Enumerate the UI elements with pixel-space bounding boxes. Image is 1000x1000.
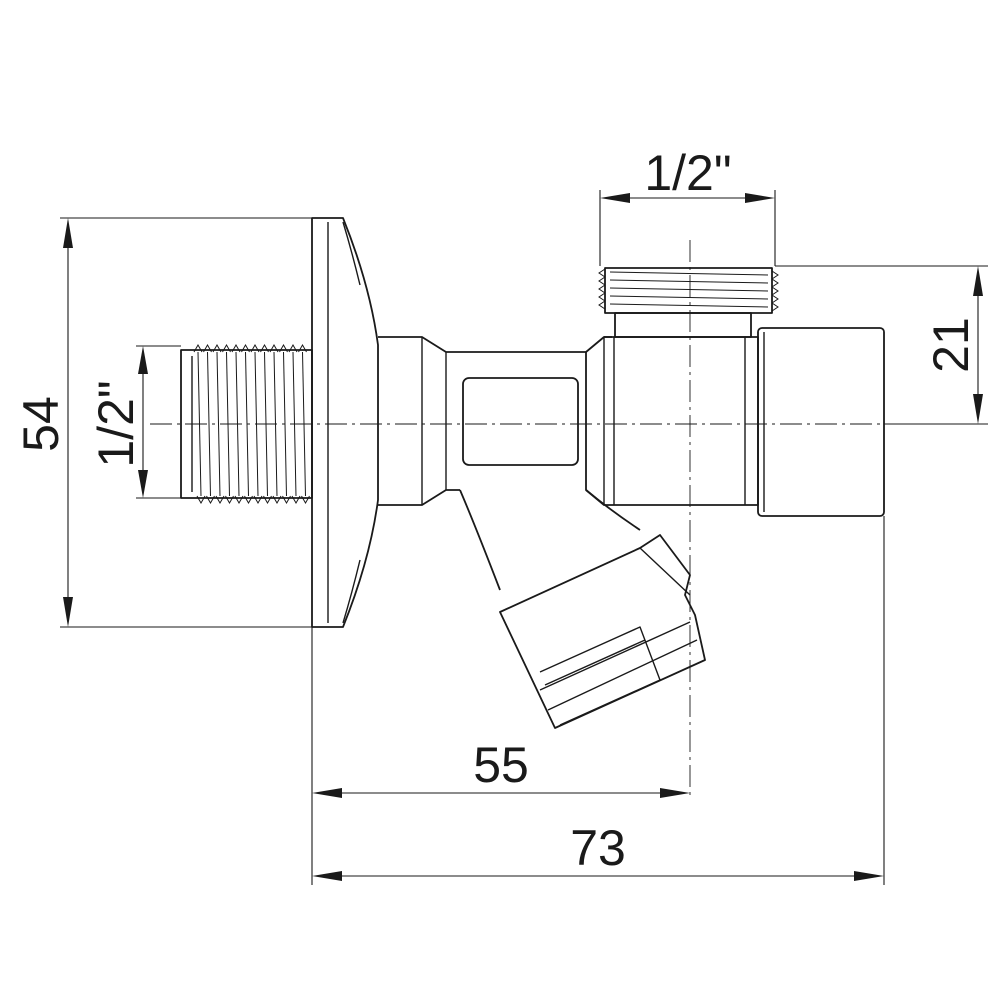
dim-label-inlet-thread: 1/2" [88,380,144,467]
inlet-thread-tooth [250,343,260,353]
outlet-thread-tooth [598,268,606,278]
dim-label-outlet-thread: 1/2" [644,145,731,201]
inlet-thread-tooth [225,495,234,505]
outlet-thread-crest [609,279,769,284]
dimension-overall-height: 54 [13,217,312,628]
outlet-thread-crest [609,271,769,276]
inlet-thread-tooth [215,495,225,505]
inlet-thread-tooth [260,343,269,353]
inlet-thread-tooth [241,343,250,353]
valve-neck [378,336,612,506]
dimension-overall-length: 73 [312,516,885,885]
outlet-thread-crest [609,287,769,292]
dimension-axis-distance: 55 [311,627,690,885]
handle-cap [757,327,885,517]
inlet-thread-tooth [272,495,282,505]
outlet-thread [598,267,779,338]
inlet-thread-tooth [193,343,203,353]
inlet-thread-tooth [234,495,244,505]
inlet-thread-tooth [301,495,310,505]
outlet-thread-tooth [598,284,606,294]
outlet-thread-tooth [598,292,606,302]
inlet-thread-tooth [279,343,288,353]
outlet-thread-tooth [771,286,779,296]
outlet-thread-tooth [598,276,606,286]
dim-label-overall-height: 54 [13,396,69,452]
inlet-thread-crest [207,351,211,497]
outlet-thread-tooth [598,300,606,310]
valve-housing [585,336,759,506]
outlet-thread-tooth [771,278,779,288]
inlet-thread-tooth [231,343,241,353]
inlet-thread-tooth [196,495,206,505]
outlet-thread-tooth [771,302,779,312]
inlet-thread-crest [216,351,221,497]
valve-body [150,217,985,800]
inlet-thread-tooth [269,343,279,353]
dimension-outlet-height: 21 [775,265,988,425]
dim-label-axis-distance: 55 [473,737,529,793]
dim-label-overall-length: 73 [570,820,626,876]
outlet-thread-crest [609,295,769,300]
inlet-thread-tooth [263,495,272,505]
dimension-outlet-thread: 1/2" [599,145,776,266]
inlet-thread-tooth [222,343,231,353]
inlet-thread-tooth [298,343,307,353]
inlet-thread-tooth [282,495,291,505]
inlet-thread-tooth [203,343,212,353]
inlet-thread-tooth [288,343,298,353]
inlet-thread-tooth [291,495,301,505]
inlet-thread-tooth [244,495,253,505]
outlet-thread-crest [609,303,769,308]
inlet-thread-tooth [253,495,263,505]
dim-label-outlet-height: 21 [923,317,979,373]
filter-branch [459,489,706,729]
outlet-thread-tooth [771,270,779,280]
inlet-thread-tooth [212,343,222,353]
outlet-thread-tooth [771,294,779,304]
wall-flange [311,217,379,628]
dimension-inlet-thread: 1/2" [88,345,181,499]
inlet-thread-tooth [206,495,215,505]
